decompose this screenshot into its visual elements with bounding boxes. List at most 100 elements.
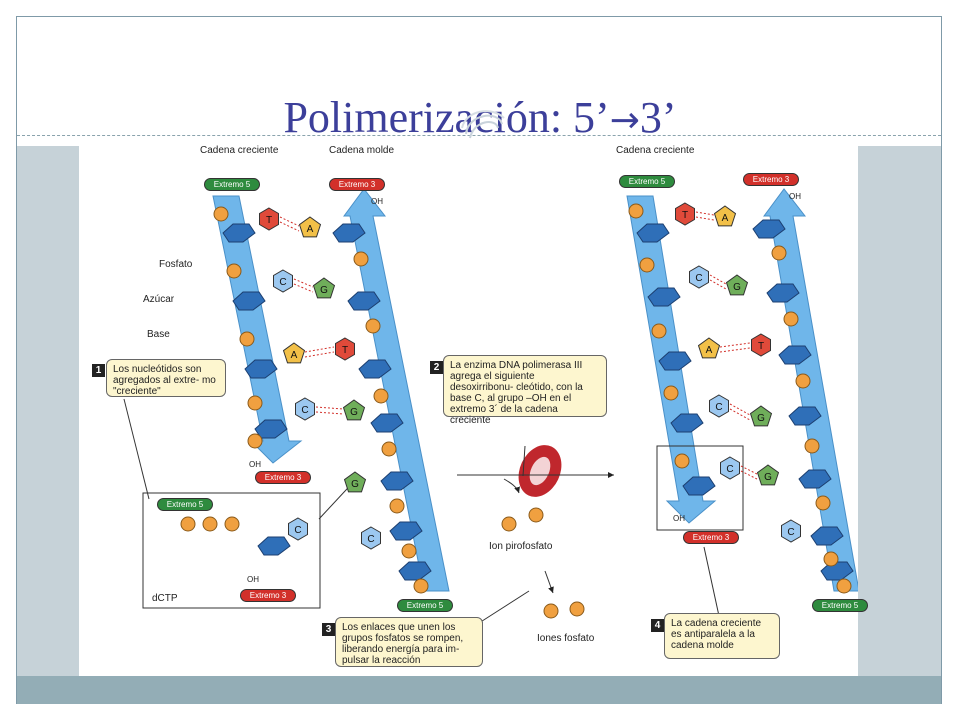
label-growing-left: Cadena creciente (200, 145, 279, 156)
label-dctp: dCTP (152, 593, 178, 604)
sugar-hexagon (810, 526, 844, 546)
phosphate-circle (628, 203, 644, 219)
sugar-hexagon (670, 413, 704, 433)
base-g (756, 464, 780, 486)
sugar-hexagon (332, 223, 366, 243)
base-letter-t: T (758, 341, 764, 352)
phosphate-circle (247, 433, 263, 449)
hydrogen-bond (719, 342, 751, 348)
left-template-strand (343, 188, 450, 592)
label-oh: OH (789, 192, 801, 201)
base-letter-t: T (266, 215, 272, 226)
sugar-hexagon (389, 521, 423, 541)
base-c (295, 397, 315, 421)
phosphate-circle (413, 578, 429, 594)
base-letter-c: C (695, 273, 702, 284)
hydrogen-bond (729, 408, 751, 421)
sugar-hexagon (358, 359, 392, 379)
pointer-line (703, 546, 720, 617)
phosphate-circle (239, 331, 255, 347)
sugar-hexagon (798, 469, 832, 489)
label-ion-pirofosfato: Ion pirofosfato (489, 541, 553, 552)
right-arrow-icon: → (609, 100, 640, 141)
phosphate-circle (180, 516, 196, 532)
base-c (288, 517, 308, 541)
step-4-badge: 4 (651, 619, 664, 632)
phosphate-circle (353, 251, 369, 267)
sugar-hexagon (778, 345, 812, 365)
sugar-hexagon (232, 291, 266, 311)
phosphate-circle (389, 498, 405, 514)
pointer-line (123, 398, 150, 500)
base-letter-c: C (301, 405, 308, 416)
base-g (725, 274, 749, 296)
pill-extremo3: Extremo 3 (255, 471, 311, 484)
hydrogen-bond (719, 347, 751, 353)
label-azucar: Azúcar (143, 294, 175, 305)
hydrogen-bond (740, 465, 758, 475)
base-a (713, 205, 737, 227)
step-3-badge: 3 (322, 623, 335, 636)
hydrogen-bond (293, 278, 314, 288)
phosphate-circle (501, 516, 517, 532)
sugar-hexagon (370, 413, 404, 433)
label-base: Base (147, 329, 170, 340)
hydrogen-bond (315, 411, 344, 415)
dna-polymerase-core (529, 456, 551, 486)
phosphate-circle (543, 603, 559, 619)
base-g (749, 405, 773, 427)
base-g (343, 471, 367, 493)
base-letter-c: C (726, 464, 733, 475)
base-letter-t: T (342, 345, 348, 356)
phosphate-circle (651, 323, 667, 339)
base-g (312, 277, 336, 299)
hydrogen-bond (695, 211, 715, 216)
base-letter-g: G (350, 407, 358, 418)
base-letter-c: C (715, 402, 722, 413)
right-band (858, 146, 941, 676)
label-template-left: Cadena molde (329, 145, 395, 156)
sugar-hexagon (398, 561, 432, 581)
left-band (17, 146, 79, 676)
hydrogen-bond (279, 221, 300, 232)
phosphate-circle (836, 578, 852, 594)
base-letter-c: C (367, 534, 374, 545)
base-c (781, 519, 801, 543)
sugar-hexagon (658, 351, 692, 371)
hydrogen-bond (315, 406, 344, 410)
phosphate-circle (674, 453, 690, 469)
phosphate-circle (213, 206, 229, 222)
base-letter-g: G (733, 282, 741, 293)
sugar-hexagon (380, 471, 414, 491)
sugar-hexagon (647, 287, 681, 307)
pointer-line (478, 590, 530, 624)
hydrogen-bond (293, 283, 314, 293)
base-letter-g: G (757, 413, 765, 424)
hydrogen-bond (695, 216, 715, 221)
pill-extremo5: Extremo 5 (812, 599, 868, 612)
base-a (298, 216, 322, 238)
phosphate-circle (226, 263, 242, 279)
title-main: Polimerización: 5’ (283, 93, 610, 142)
phosphate-circle (528, 507, 544, 523)
base-a (282, 342, 306, 364)
base-c (720, 456, 740, 480)
base-t (675, 202, 695, 226)
base-letter-a: A (307, 224, 314, 235)
phosphate-circle (202, 516, 218, 532)
base-c (689, 265, 709, 289)
hydrogen-bond (304, 346, 335, 353)
pointer-line (522, 445, 526, 477)
bottom-band (17, 676, 941, 704)
base-t (335, 337, 355, 361)
phosphate-circle (804, 438, 820, 454)
base-g (342, 399, 366, 421)
phosphate-circle (373, 388, 389, 404)
title-end: 3’ (639, 93, 677, 142)
step-4-note: La cadena creciente es antiparalela a la… (664, 613, 780, 659)
phosphate-circle (401, 543, 417, 559)
highlight-box (656, 445, 744, 531)
phosphate-circle (381, 441, 397, 457)
